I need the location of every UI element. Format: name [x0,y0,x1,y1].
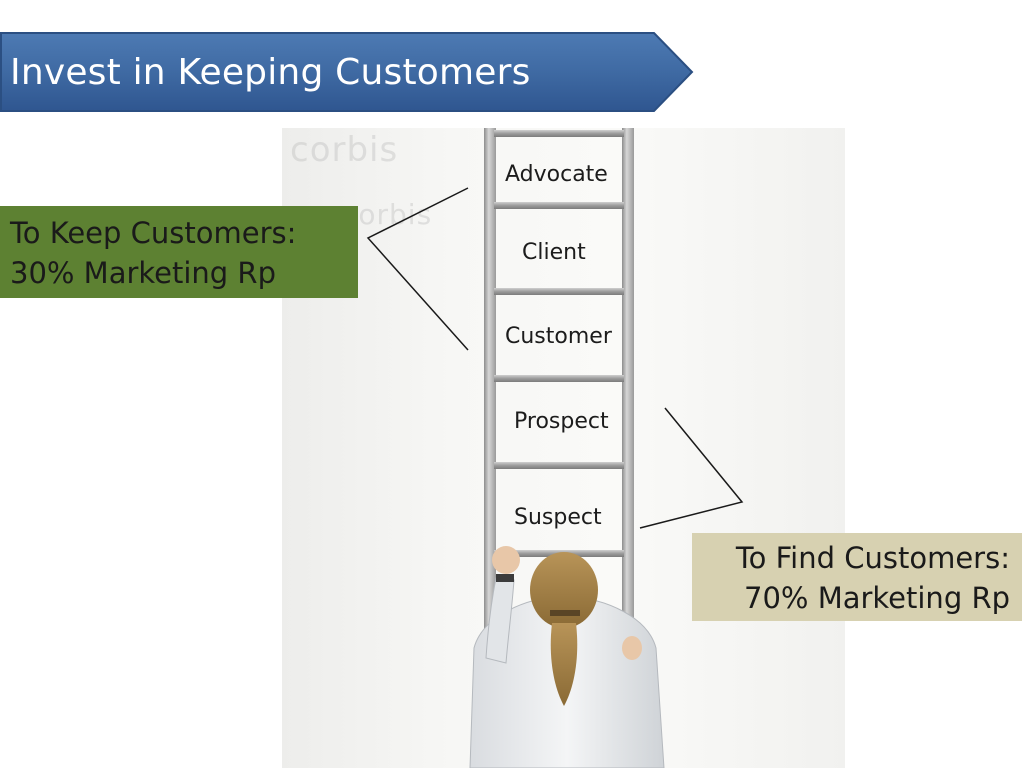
keep-customers-callout: To Keep Customers: 30% Marketing Rp [0,206,358,298]
rung-label-client: Client [522,240,586,265]
keep-callout-line2: 30% Marketing Rp [10,256,276,290]
find-bracket-line [639,407,744,529]
rung-label-prospect: Prospect [514,409,609,434]
find-customers-callout: To Find Customers: 70% Marketing Rp [692,533,1022,621]
ladder-illustration [469,128,665,768]
find-callout-line2: 70% Marketing Rp [744,581,1010,615]
photo-watermark: corbis [290,130,399,170]
keep-bracket-line [366,187,469,351]
title-banner [0,32,694,112]
rung-label-advocate: Advocate [505,162,608,187]
rung-label-suspect: Suspect [514,505,602,530]
rung-label-customer: Customer [505,324,612,349]
find-callout-line1: To Find Customers: [735,541,1010,575]
keep-callout-line1: To Keep Customers: [10,216,297,250]
title-arrow-shape [0,32,694,112]
slide-title: Invest in Keeping Customers [10,52,531,93]
